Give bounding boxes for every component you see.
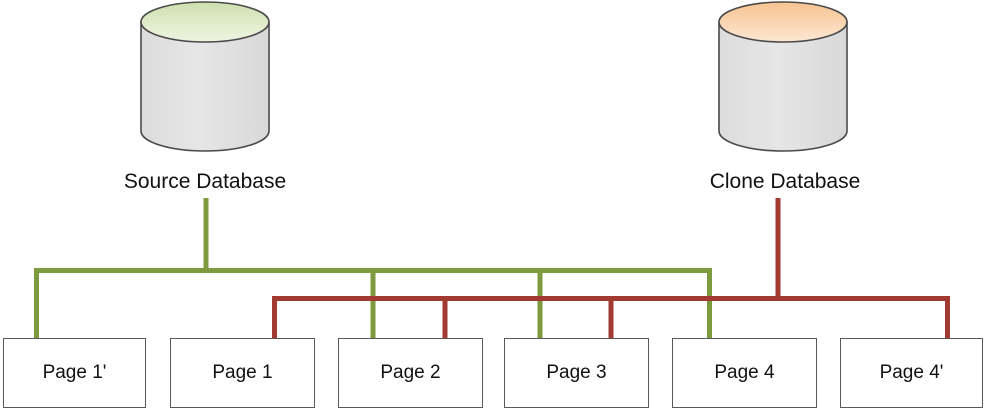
page-box-1-prime[interactable]: Page 1' [3,338,146,408]
page-box-4[interactable]: Page 4 [672,338,817,408]
page-box-label: Page 3 [546,362,607,383]
page-box-1[interactable]: Page 1 [170,338,315,408]
page-box-4-prime[interactable]: Page 4' [840,338,983,408]
page-box-3[interactable]: Page 3 [504,338,649,408]
clone-database-label: Clone Database [709,170,861,193]
clone-connector-tree [272,198,950,339]
page-box-label: Page 1' [42,362,107,383]
clone-database-icon [718,1,848,152]
page-box-label: Page 2 [380,362,441,383]
page-box-label: Page 4' [879,362,944,383]
page-box-label: Page 1 [212,362,273,383]
page-box-label: Page 4 [714,362,775,383]
source-connector-tree [34,198,712,339]
page-box-2[interactable]: Page 2 [338,338,483,408]
source-database-icon [140,1,270,152]
source-database-label: Source Database [123,170,287,193]
